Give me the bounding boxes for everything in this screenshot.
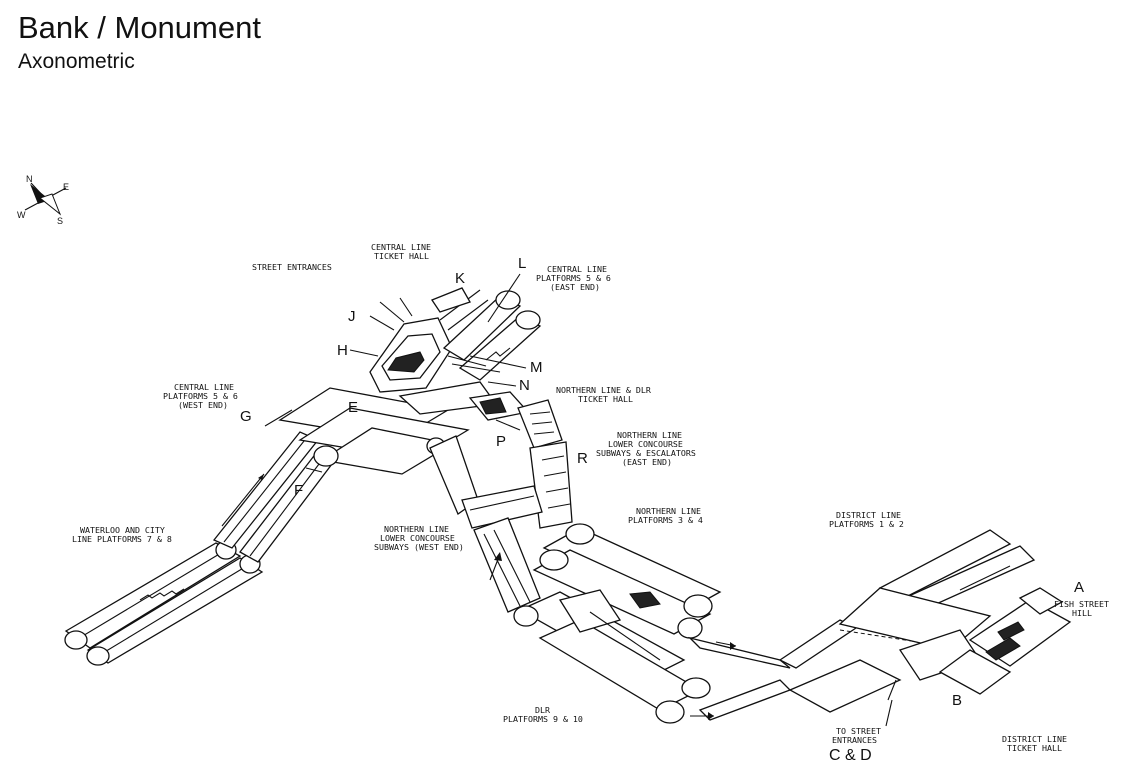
label-northern-platforms-1: NORTHERN LINE — [636, 506, 701, 516]
letter-r: R — [577, 450, 588, 467]
compass-w: W — [17, 210, 26, 220]
letter-b: B — [952, 692, 962, 709]
diagram-labels: STREET ENTRANCES CENTRAL LINE TICKET HAL… — [72, 242, 1109, 764]
dlr-platforms — [513, 589, 711, 724]
northern-lower-concourse-east — [529, 441, 573, 529]
compass-e: E — [63, 182, 69, 192]
compass-rose: N E S W — [17, 174, 69, 226]
label-northern-lower-west-3: SUBWAYS (WEST END) — [374, 542, 464, 552]
label-northern-platforms-2: PLATFORMS 3 & 4 — [628, 515, 703, 525]
label-central-ticket-hall-2: TICKET HALL — [374, 251, 429, 261]
subway-to-district — [687, 619, 971, 721]
northern-lower-concourse-west — [429, 435, 543, 613]
label-northern-dlr-hall-2: TICKET HALL — [578, 394, 633, 404]
district-ticket-hall — [887, 587, 1072, 701]
label-fish-street-2: HILL — [1072, 608, 1092, 618]
letter-n: N — [519, 377, 530, 394]
label-waterloo-1: WATERLOO AND CITY — [80, 525, 165, 535]
label-district-hall-1: DISTRICT LINE — [1002, 734, 1067, 744]
label-northern-lower-east-1: NORTHERN LINE — [617, 430, 682, 440]
label-northern-lower-west-1: NORTHERN LINE — [384, 524, 449, 534]
label-central-east-2: PLATFORMS 5 & 6 — [536, 273, 611, 283]
label-dlr-2: PLATFORMS 9 & 10 — [503, 714, 583, 724]
leader-lines — [469, 273, 893, 727]
label-northern-lower-east-2: LOWER CONCOURSE — [608, 439, 683, 449]
passage-letters: A B E F G H J K L M N P R — [240, 255, 1084, 709]
central-line-platforms-east — [442, 290, 542, 381]
label-northern-lower-east-4: (EAST END) — [622, 457, 672, 467]
label-district-hall-2: TICKET HALL — [1007, 743, 1062, 753]
letter-m: M — [530, 359, 543, 376]
letter-p: P — [496, 433, 506, 450]
district-line-platforms — [838, 529, 1036, 681]
label-northern-lower-east-3: SUBWAYS & ESCALATORS — [596, 448, 696, 458]
page-subtitle: Axonometric — [18, 50, 135, 73]
label-central-west-1: CENTRAL LINE — [174, 382, 234, 392]
label-district-platforms-1: DISTRICT LINE — [836, 510, 901, 520]
letter-g: G — [240, 408, 252, 425]
label-central-west-3: (WEST END) — [178, 400, 228, 410]
label-central-west-2: PLATFORMS 5 & 6 — [163, 391, 238, 401]
label-northern-dlr-hall-1: NORTHERN LINE & DLR — [556, 385, 651, 395]
label-dlr-1: DLR — [535, 705, 550, 715]
label-central-ticket-hall-1: CENTRAL LINE — [371, 242, 431, 252]
central-line-platforms-west — [264, 387, 470, 475]
label-waterloo-2: LINE PLATFORMS 7 & 8 — [72, 534, 172, 544]
label-street-entrances: STREET ENTRANCES — [252, 262, 332, 272]
label-northern-lower-west-2: LOWER CONCOURSE — [380, 533, 455, 543]
label-to-street-3: C & D — [829, 747, 872, 764]
label-fish-street-1: FISH STREET — [1054, 599, 1109, 609]
northern-line-platforms — [532, 523, 722, 639]
letter-k: K — [455, 270, 465, 287]
letter-j: J — [348, 308, 356, 325]
letter-e: E — [348, 399, 358, 416]
label-district-platforms-2: PLATFORMS 1 & 2 — [829, 519, 904, 529]
label-central-east-3: (EAST END) — [550, 282, 600, 292]
letter-l: L — [518, 255, 526, 272]
letter-f: F — [294, 482, 303, 499]
page-title: Bank / Monument — [18, 10, 261, 45]
waterloo-city-platforms — [64, 540, 264, 666]
letter-a: A — [1074, 579, 1084, 596]
label-to-street-1: TO STREET — [836, 726, 881, 736]
compass-s: S — [57, 216, 63, 226]
compass-n: N — [26, 174, 33, 184]
northern-dlr-ticket-hall — [468, 391, 563, 449]
label-to-street-2: ENTRANCES — [832, 735, 877, 745]
letter-h: H — [337, 342, 348, 359]
label-central-east-1: CENTRAL LINE — [547, 264, 607, 274]
